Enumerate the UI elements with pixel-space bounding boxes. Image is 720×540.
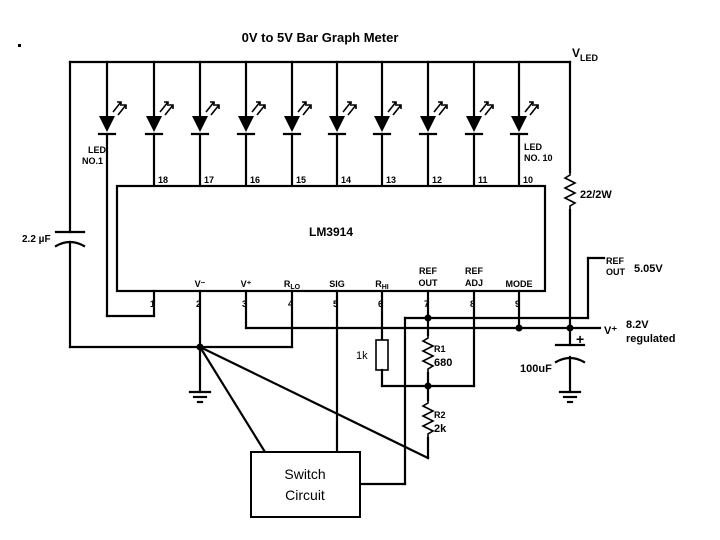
vplus-note: regulated — [626, 333, 676, 345]
capacitor-100u — [554, 343, 586, 404]
led-6 — [327, 60, 357, 188]
ic-pin-label-3: V⁺ — [241, 279, 252, 289]
ic-pin-label-8: REF — [465, 266, 484, 276]
ic-pin-7: 7 — [424, 299, 429, 309]
ic-pin-label2-7: OUT — [419, 278, 439, 288]
diagram-title: 0V to 5V Bar Graph Meter — [242, 30, 399, 45]
lm3914-ic — [115, 184, 547, 293]
r1-name: R1 — [434, 344, 446, 354]
ic-pin-3: 3 — [242, 299, 247, 309]
vled-label: VLED — [572, 46, 599, 63]
led-supply-resistor — [563, 172, 577, 347]
ic-pin-label2-8: ADJ — [465, 278, 483, 288]
ic-pin-2: 2 — [196, 299, 201, 309]
led-2 — [144, 60, 174, 188]
r2-value: 2k — [434, 423, 447, 435]
ic-led-pin-13: 13 — [386, 175, 396, 185]
ic-led-pin-14: 14 — [341, 175, 351, 185]
led-10 — [509, 60, 539, 188]
vplus-wiring — [244, 289, 602, 332]
ic-led-pin-17: 17 — [204, 175, 214, 185]
led-first-line2: NO.1 — [82, 156, 103, 166]
ic-pin-label-7: REF — [419, 266, 438, 276]
ic-led-pin-11: 11 — [478, 175, 488, 185]
ref-divider — [358, 256, 606, 486]
switch-circuit-box — [250, 451, 361, 518]
led-first-line1: LED — [88, 145, 107, 155]
cap-right-value: 100uF — [520, 363, 552, 375]
ref-out-value: 5.05V — [634, 263, 663, 275]
resistor-led-label: 22/2W — [580, 189, 612, 201]
ref-out-line2: OUT — [606, 267, 626, 277]
ic-pin-5: 5 — [333, 299, 338, 309]
led-9 — [464, 60, 494, 188]
led-1 — [97, 60, 127, 136]
capacitor-2u2 — [54, 60, 86, 349]
led-8 — [418, 60, 448, 188]
led-last-line1: LED — [524, 142, 543, 152]
r-pot-label: 1k — [356, 350, 368, 362]
ic-pin-8: 8 — [470, 299, 475, 309]
ic-name: LM3914 — [309, 225, 353, 239]
vplus-label: V⁺ — [604, 325, 617, 337]
led-4 — [236, 60, 266, 188]
ic-led-pin-16: 16 — [250, 175, 260, 185]
ic-pin-6: 6 — [378, 299, 383, 309]
switch-line2: Circuit — [285, 487, 325, 503]
cap-right-polarity: + — [576, 331, 584, 347]
rhi-wiring — [375, 289, 430, 388]
cap-left-label: 2.2 µF — [22, 234, 51, 245]
ic-led-pin-18: 18 — [158, 175, 168, 185]
ic-pin-9: 9 — [515, 299, 520, 309]
ref-out-line1: REF — [606, 256, 625, 266]
ic-led-pin-12: 12 — [432, 175, 442, 185]
ic-pin-4: 4 — [288, 299, 293, 309]
led-7 — [372, 60, 402, 188]
led-3 — [190, 60, 220, 188]
ic-led-pin-15: 15 — [296, 175, 306, 185]
ic-pin-1: 1 — [150, 299, 155, 309]
ground-bus — [68, 289, 430, 460]
switch-line1: Switch — [284, 466, 325, 482]
vplus-value: 8.2V — [626, 319, 649, 331]
led-array — [97, 60, 539, 188]
ic-pin-label-2: V⁻ — [195, 279, 206, 289]
ic-led-pin-10: 10 — [523, 175, 533, 185]
led-5 — [282, 60, 312, 188]
corner-mark — [18, 44, 21, 47]
ic-pin-label-5: SIG — [329, 279, 345, 289]
led-last-line2: NO. 10 — [524, 153, 553, 163]
ic-pin-label-9: MODE — [506, 279, 533, 289]
r2-name: R2 — [434, 410, 446, 420]
r1-value: 680 — [434, 357, 452, 369]
